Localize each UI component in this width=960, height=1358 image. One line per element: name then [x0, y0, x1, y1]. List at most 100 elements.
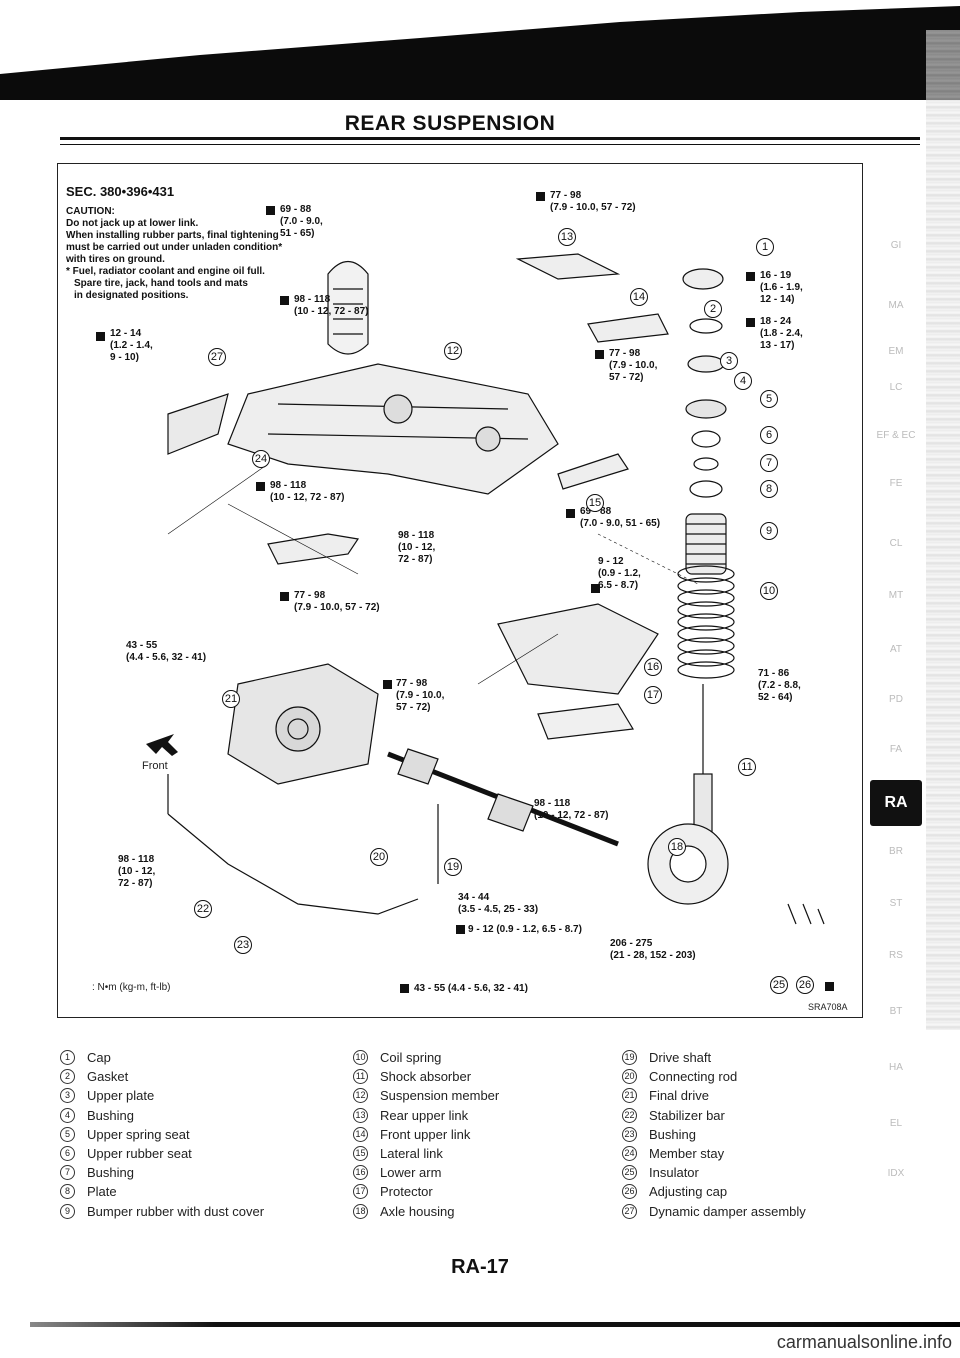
- front-label: Front: [142, 760, 168, 772]
- callout-2: 2: [704, 300, 722, 318]
- scan-right-edge: [926, 30, 960, 1030]
- callout-22: 22: [194, 900, 212, 918]
- torque-spec: 34 - 44(3.5 - 4.5, 25 - 33): [458, 892, 539, 915]
- caution-line: with tires on ground.: [66, 254, 165, 265]
- torque-spec: 77 - 98(7.9 - 10.0, 57 - 72): [550, 190, 636, 213]
- torque-spec: 43 - 55(4.4 - 5.6, 32 - 41): [126, 640, 207, 663]
- callout-9: 9: [760, 522, 778, 540]
- scan-top-edge: [0, 0, 960, 100]
- caution-line: When installing rubber parts, final tigh…: [66, 230, 279, 241]
- side-tab[interactable]: RS: [889, 950, 903, 961]
- figure-code: SRA708A: [808, 1002, 848, 1012]
- side-tab-active[interactable]: RA: [870, 780, 922, 826]
- torque-spec: 98 - 118(10 - 12, 72 - 87): [294, 294, 369, 317]
- torque-spec: 71 - 86(7.2 - 8.8,52 - 64): [758, 668, 801, 703]
- caution-title: CAUTION:: [66, 206, 115, 217]
- diagram-drawing: [96, 192, 834, 993]
- side-tab[interactable]: ST: [889, 898, 903, 909]
- side-tab[interactable]: LC: [889, 382, 903, 393]
- callout-14: 14: [630, 288, 648, 306]
- callout-5: 5: [760, 390, 778, 408]
- side-tab[interactable]: BT: [889, 1006, 903, 1017]
- callout-3: 3: [720, 352, 738, 370]
- callout-7: 7: [760, 454, 778, 472]
- callout-15: 15: [586, 494, 604, 512]
- torque-spec: 98 - 118(10 - 12, 72 - 87): [270, 480, 345, 503]
- callout-23: 23: [234, 936, 252, 954]
- callout-16: 16: [644, 658, 662, 676]
- torque-spec: 43 - 55 (4.4 - 5.6, 32 - 41): [414, 983, 528, 994]
- side-tab[interactable]: IDX: [887, 1168, 905, 1179]
- caution-line: Do not jack up at lower link.: [66, 218, 199, 229]
- callout-24: 24: [252, 450, 270, 468]
- callout-1: 1: [756, 238, 774, 256]
- caution-line: in designated positions.: [74, 290, 189, 301]
- torque-legend: : N•m (kg-m, ft-lb): [92, 982, 171, 993]
- side-tab[interactable]: AT: [889, 644, 903, 655]
- side-tab[interactable]: FE: [889, 478, 903, 489]
- exploded-diagram: SEC. 380•396•431 CAUTION: Do not jack up…: [57, 163, 863, 1018]
- title-rule: [60, 137, 920, 140]
- side-tab[interactable]: EM: [888, 346, 904, 357]
- callout-21: 21: [222, 690, 240, 708]
- callout-10: 10: [760, 582, 778, 600]
- torque-spec: 69 - 88(7.0 - 9.0,51 - 65): [280, 204, 323, 239]
- front-arrow-icon: [146, 734, 178, 756]
- callout-8: 8: [760, 480, 778, 498]
- torque-spec: 77 - 98(7.9 - 10.0,57 - 72): [396, 678, 445, 713]
- callout-4: 4: [734, 372, 752, 390]
- torque-spec: 16 - 19(1.6 - 1.9,12 - 14): [760, 270, 803, 305]
- callout-19: 19: [444, 858, 462, 876]
- caution-line: * Fuel, radiator coolant and engine oil …: [66, 266, 265, 277]
- side-tab[interactable]: FA: [889, 744, 903, 755]
- callout-11: 11: [738, 758, 756, 776]
- torque-spec: 206 - 275(21 - 28, 152 - 203): [610, 938, 696, 961]
- torque-spec: 98 - 118(10 - 12,72 - 87): [398, 530, 436, 565]
- title-rule-thin: [60, 144, 920, 145]
- side-tab[interactable]: HA: [889, 1062, 903, 1073]
- side-tab[interactable]: EL: [889, 1118, 903, 1129]
- side-tab[interactable]: CL: [889, 538, 903, 549]
- callout-6: 6: [760, 426, 778, 444]
- page-number: RA-17: [451, 1256, 509, 1278]
- side-tab[interactable]: BR: [889, 846, 903, 857]
- callout-25: 25: [770, 976, 788, 994]
- torque-spec: 9 - 12 (0.9 - 1.2, 6.5 - 8.7): [468, 924, 582, 935]
- watermark: carmanualsonline.info: [776, 1332, 952, 1352]
- side-tab[interactable]: EF & EC: [876, 430, 916, 441]
- callout-26: 26: [796, 976, 814, 994]
- torque-spec: 77 - 98(7.9 - 10.0, 57 - 72): [294, 590, 380, 613]
- side-tab[interactable]: MA: [888, 300, 904, 311]
- callout-12: 12: [444, 342, 462, 360]
- side-tab[interactable]: MT: [888, 590, 904, 601]
- side-tab[interactable]: PD: [889, 694, 903, 705]
- side-tab[interactable]: GI: [890, 240, 902, 251]
- callout-27: 27: [208, 348, 226, 366]
- torque-spec: 98 - 118(10 - 12,72 - 87): [118, 854, 156, 889]
- callout-17: 17: [644, 686, 662, 704]
